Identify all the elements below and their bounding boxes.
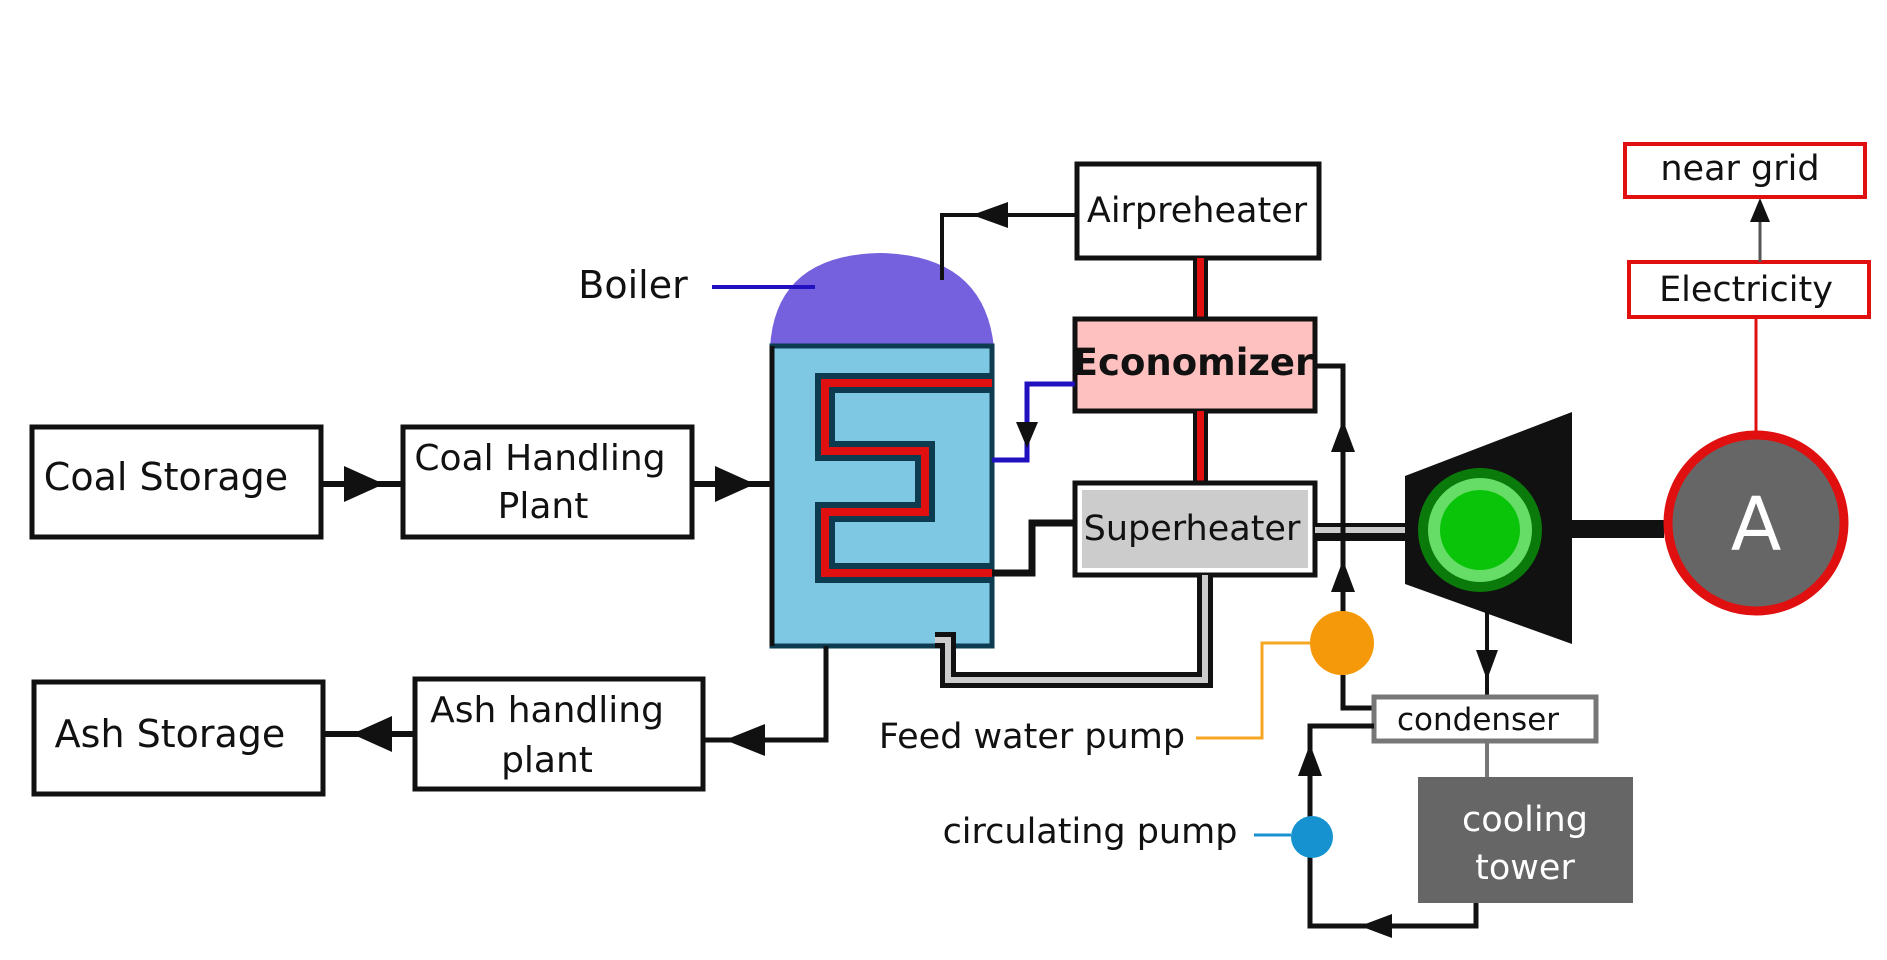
electricity-to-grid-arrow	[1750, 198, 1770, 262]
turbine-rotor-icon	[1440, 490, 1520, 570]
ash-storage-label: Ash Storage	[55, 712, 286, 756]
coal-handling-plant-box: Coal Handling Plant	[400, 424, 695, 540]
handling-to-boiler-arrow	[692, 466, 775, 502]
ash-handling-label-line2: plant	[501, 740, 593, 781]
electricity-label: Electricity	[1659, 270, 1833, 310]
cooling-tower-box: cooling tower	[1418, 777, 1633, 903]
condenser-box: condenser	[1371, 694, 1599, 744]
arrow-head-icon	[352, 716, 392, 752]
feed-pump-callout	[1196, 641, 1310, 740]
cooling-tower-label-line2: tower	[1475, 848, 1575, 888]
superheater-box: Superheater	[1072, 480, 1318, 578]
condenser-label: condenser	[1397, 702, 1559, 738]
airpreheater-label: Airpreheater	[1087, 191, 1308, 231]
near-grid-box: near grid	[1623, 142, 1867, 199]
coal-storage-label: Coal Storage	[44, 455, 288, 499]
economizer-label: Economizer	[1073, 341, 1314, 384]
coal-storage-box: Coal Storage	[29, 424, 324, 540]
flue-gas-duct-lower	[1193, 411, 1208, 483]
arrow-head-icon	[1360, 914, 1392, 938]
boiler-to-ash-line	[703, 646, 829, 756]
ash-storage-box: Ash Storage	[31, 679, 326, 797]
cooling-tower-label-line1: cooling	[1462, 800, 1588, 840]
electricity-box: Electricity	[1627, 260, 1871, 319]
feed-line	[1315, 363, 1355, 612]
economizer-to-boiler-line	[992, 381, 1075, 463]
boiler	[769, 253, 995, 649]
ash-handling-to-storage-arrow	[323, 716, 415, 752]
arrow-head-icon	[1016, 422, 1038, 448]
generator-shaft	[1572, 520, 1664, 538]
arrow-head-icon	[1476, 650, 1498, 680]
coal-handling-label-line1: Coal Handling	[414, 438, 665, 479]
arrow-head-icon	[344, 466, 384, 502]
ash-handling-label-line1: Ash handling	[430, 690, 664, 731]
superheater-return-pipe	[935, 575, 1213, 688]
superheater-label: Superheater	[1084, 509, 1301, 549]
arrow-head-icon	[715, 466, 755, 502]
boiler-label: Boiler	[578, 263, 688, 307]
generator-label: A	[1731, 482, 1782, 568]
ash-handling-plant-box: Ash handling plant	[412, 676, 706, 792]
feed-water-pump-label: Feed water pump	[879, 717, 1185, 757]
arrow-head-icon	[725, 724, 765, 756]
coal-to-handling-arrow	[321, 466, 402, 502]
boiler-callout: Boiler	[578, 263, 815, 307]
airpreheater-to-boiler-line	[940, 202, 1077, 280]
economizer-box: Economizer	[1072, 316, 1318, 414]
turbine-to-condenser-line	[1476, 612, 1498, 697]
turbine	[1405, 412, 1572, 644]
arrow-head-icon	[972, 202, 1008, 228]
arrow-head-icon	[1298, 744, 1322, 776]
condenser-to-pump-line	[1340, 675, 1375, 711]
arrow-head-icon	[1750, 198, 1770, 222]
boiler-tube-hot	[821, 379, 992, 577]
circulating-pump-icon	[1291, 816, 1333, 858]
feed-water-pump-icon	[1310, 611, 1374, 675]
airpreheater-box: Airpreheater	[1074, 161, 1322, 261]
circulating-pump-label: circulating pump	[943, 812, 1238, 852]
arrow-head-icon	[1331, 560, 1355, 592]
generator: A	[1663, 430, 1849, 616]
boiler-to-superheater-line	[992, 519, 1075, 577]
flue-gas-duct-upper	[1193, 258, 1208, 320]
coal-handling-label-line2: Plant	[498, 486, 589, 527]
circulating-loop	[1298, 723, 1479, 938]
boiler-dome	[770, 253, 994, 348]
steam-to-turbine-line	[1315, 523, 1425, 541]
near-grid-label: near grid	[1660, 149, 1819, 189]
arrow-head-icon	[1331, 420, 1355, 452]
